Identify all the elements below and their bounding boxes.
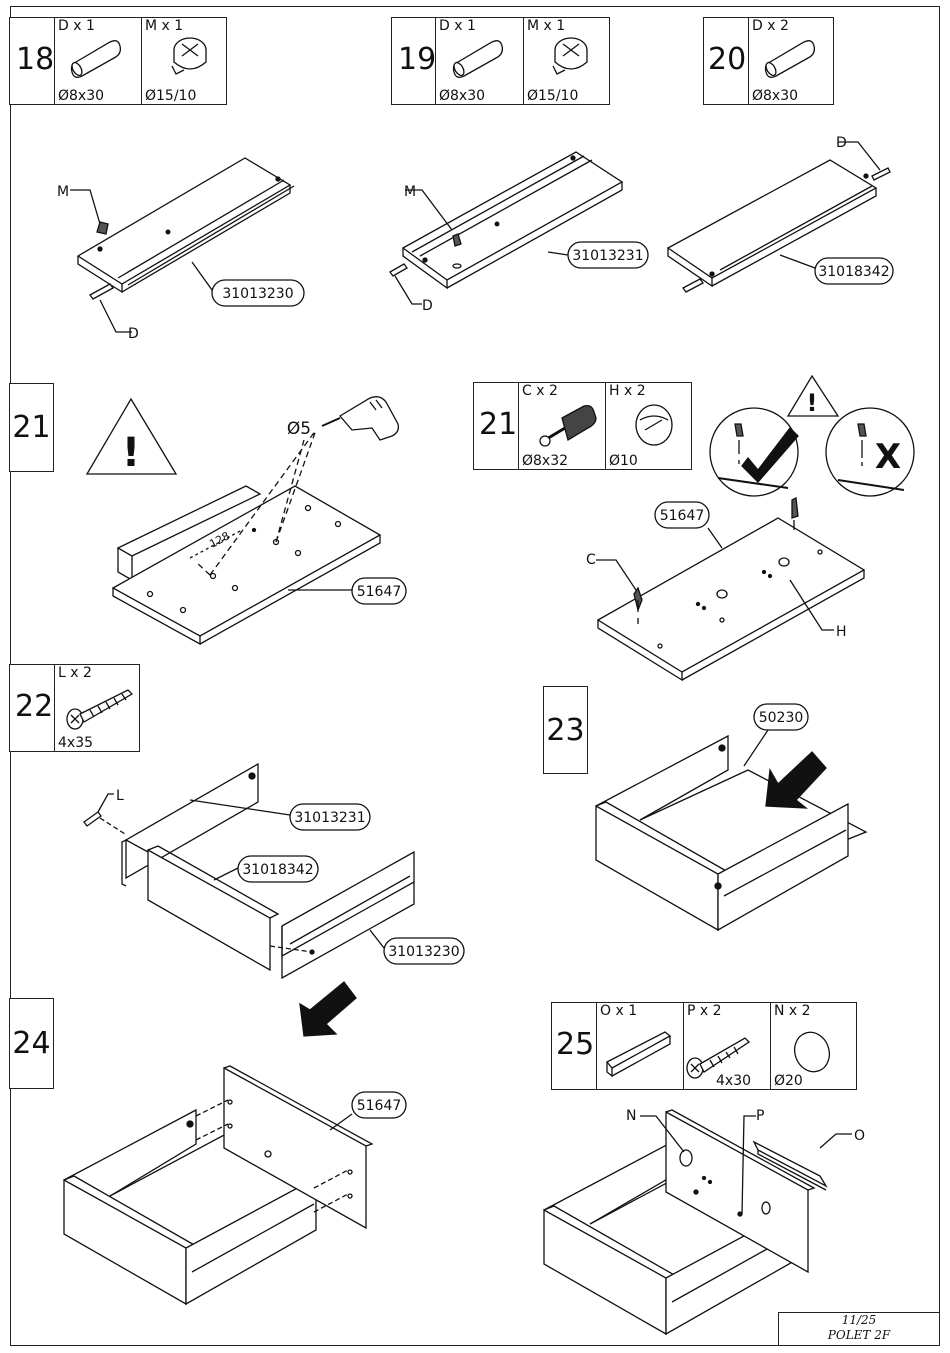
part-label: 51647	[660, 508, 705, 524]
incorrect-example-circle	[825, 407, 915, 497]
step-22-drawer-frame	[83, 762, 465, 980]
part-cell-rail: O x 1	[596, 1003, 683, 1089]
part-cell-cam-lock: M x 1 Ø15/10	[141, 18, 228, 104]
label-l: L	[116, 788, 124, 804]
cam-bolt-icon	[539, 404, 597, 447]
warning-mark: !	[122, 430, 140, 476]
part-label: 31018342	[818, 264, 889, 280]
part-dim: 4x35	[58, 735, 94, 751]
step-23-number: 23	[543, 686, 588, 774]
cam-lock-icon	[552, 37, 588, 75]
arrow-icon	[299, 981, 357, 1037]
step-23-drawer-bottom	[595, 703, 868, 932]
part-label: 51647	[357, 1098, 402, 1114]
page-footer: 11/25 POLET 2F	[778, 1312, 940, 1346]
label-h: H	[836, 624, 847, 640]
part-dim: Ø8x30	[439, 88, 486, 104]
step-18-hardware-box: 18 D x 1 Ø8x30 M x 1 Ø15/10	[9, 17, 227, 105]
step-19-panel	[389, 151, 649, 305]
part-label: 31013231	[294, 810, 365, 826]
step-24-drawer-front	[63, 1065, 407, 1306]
step-21-number: 21	[9, 383, 54, 472]
step-number: 20	[708, 42, 747, 77]
label-d: D	[422, 298, 433, 314]
part-qty: C x 2	[522, 383, 558, 399]
part-dim: 4x30	[716, 1073, 752, 1089]
label-m: M	[57, 184, 69, 200]
step-20-panel	[666, 141, 894, 293]
part-dim: Ø15/10	[145, 88, 197, 104]
warning-icon	[786, 374, 840, 417]
label-c: C	[586, 552, 596, 568]
screw-icon	[686, 1037, 751, 1079]
part-dim: Ø8x30	[752, 88, 799, 104]
step-21-panel-drilling	[111, 396, 407, 646]
step-number: 18	[16, 42, 55, 77]
part-qty: M x 1	[527, 18, 566, 34]
part-cell-screw: L x 2 4x35	[54, 665, 141, 751]
step-19-hardware-box: 19 D x 1 Ø8x30 M x 1 Ø15/10	[391, 17, 610, 105]
part-label: 31013230	[388, 944, 459, 960]
label-d: D	[128, 326, 139, 342]
part-dim: Ø8x32	[522, 453, 569, 469]
part-dim: Ø8x30	[58, 88, 105, 104]
rail-icon	[605, 1031, 672, 1078]
label-m: M	[404, 184, 416, 200]
step-24-number: 24	[9, 998, 54, 1089]
dowel-icon	[451, 40, 504, 78]
warning-icon	[85, 397, 178, 475]
dowel-icon	[69, 40, 122, 78]
part-dim: Ø20	[774, 1073, 803, 1089]
cross-mark: X	[875, 437, 901, 477]
part-qty: O x 1	[600, 1003, 638, 1019]
part-dim: Ø15/10	[527, 88, 579, 104]
step-number: 22	[15, 689, 54, 724]
step-21-panel-fittings	[596, 497, 866, 682]
page-number: 11/25	[841, 1313, 877, 1327]
label-d: D	[836, 135, 847, 151]
part-label: 31018342	[242, 862, 313, 878]
label-n: N	[626, 1108, 636, 1124]
step-number: 21	[479, 407, 518, 442]
part-dim: Ø10	[609, 453, 638, 469]
cap-icon	[793, 1031, 831, 1073]
step-25-drawer-assembled	[543, 1109, 852, 1336]
label-o: O	[854, 1128, 865, 1144]
part-qty: D x 2	[752, 18, 789, 34]
part-qty: N x 2	[774, 1003, 811, 1019]
part-cell-cam-housing: H x 2 Ø10	[605, 383, 693, 469]
screw-icon	[66, 689, 134, 730]
part-cell-dowel: D x 1 Ø8x30	[435, 18, 523, 104]
part-qty: L x 2	[58, 665, 92, 681]
drill-size: Ø5	[287, 419, 311, 439]
part-label: 31013231	[572, 248, 643, 264]
step-22-hardware-box: 22 L x 2 4x35	[9, 664, 140, 752]
part-cell-dowel: D x 2 Ø8x30	[748, 18, 835, 104]
label-p: P	[756, 1108, 764, 1124]
part-cell-cam-bolt: C x 2 Ø8x32	[518, 383, 605, 469]
step-18-panel	[70, 157, 305, 333]
part-qty: M x 1	[145, 18, 184, 34]
warning-mark: !	[807, 389, 818, 417]
part-cell-cap: N x 2 Ø20	[770, 1003, 858, 1089]
step-20-hardware-box: 20 D x 2 Ø8x30	[703, 17, 834, 105]
part-cell-cam-lock: M x 1 Ø15/10	[523, 18, 611, 104]
cam-housing-icon	[635, 404, 673, 446]
part-qty: D x 1	[439, 18, 476, 34]
part-qty: D x 1	[58, 18, 95, 34]
part-cell-dowel: D x 1 Ø8x30	[54, 18, 141, 104]
model-name: POLET 2F	[827, 1328, 891, 1342]
part-qty: H x 2	[609, 383, 646, 399]
dowel-icon	[763, 40, 816, 78]
part-label: 51647	[357, 584, 402, 600]
correct-example-circle	[709, 407, 799, 497]
cam-lock-icon	[171, 37, 207, 75]
part-qty: P x 2	[687, 1003, 722, 1019]
part-label: 50230	[759, 710, 804, 726]
part-label: 31013230	[222, 286, 293, 302]
step-number: 25	[556, 1027, 595, 1062]
step-number: 19	[398, 42, 437, 77]
part-cell-screw: P x 2 4x30	[683, 1003, 770, 1089]
